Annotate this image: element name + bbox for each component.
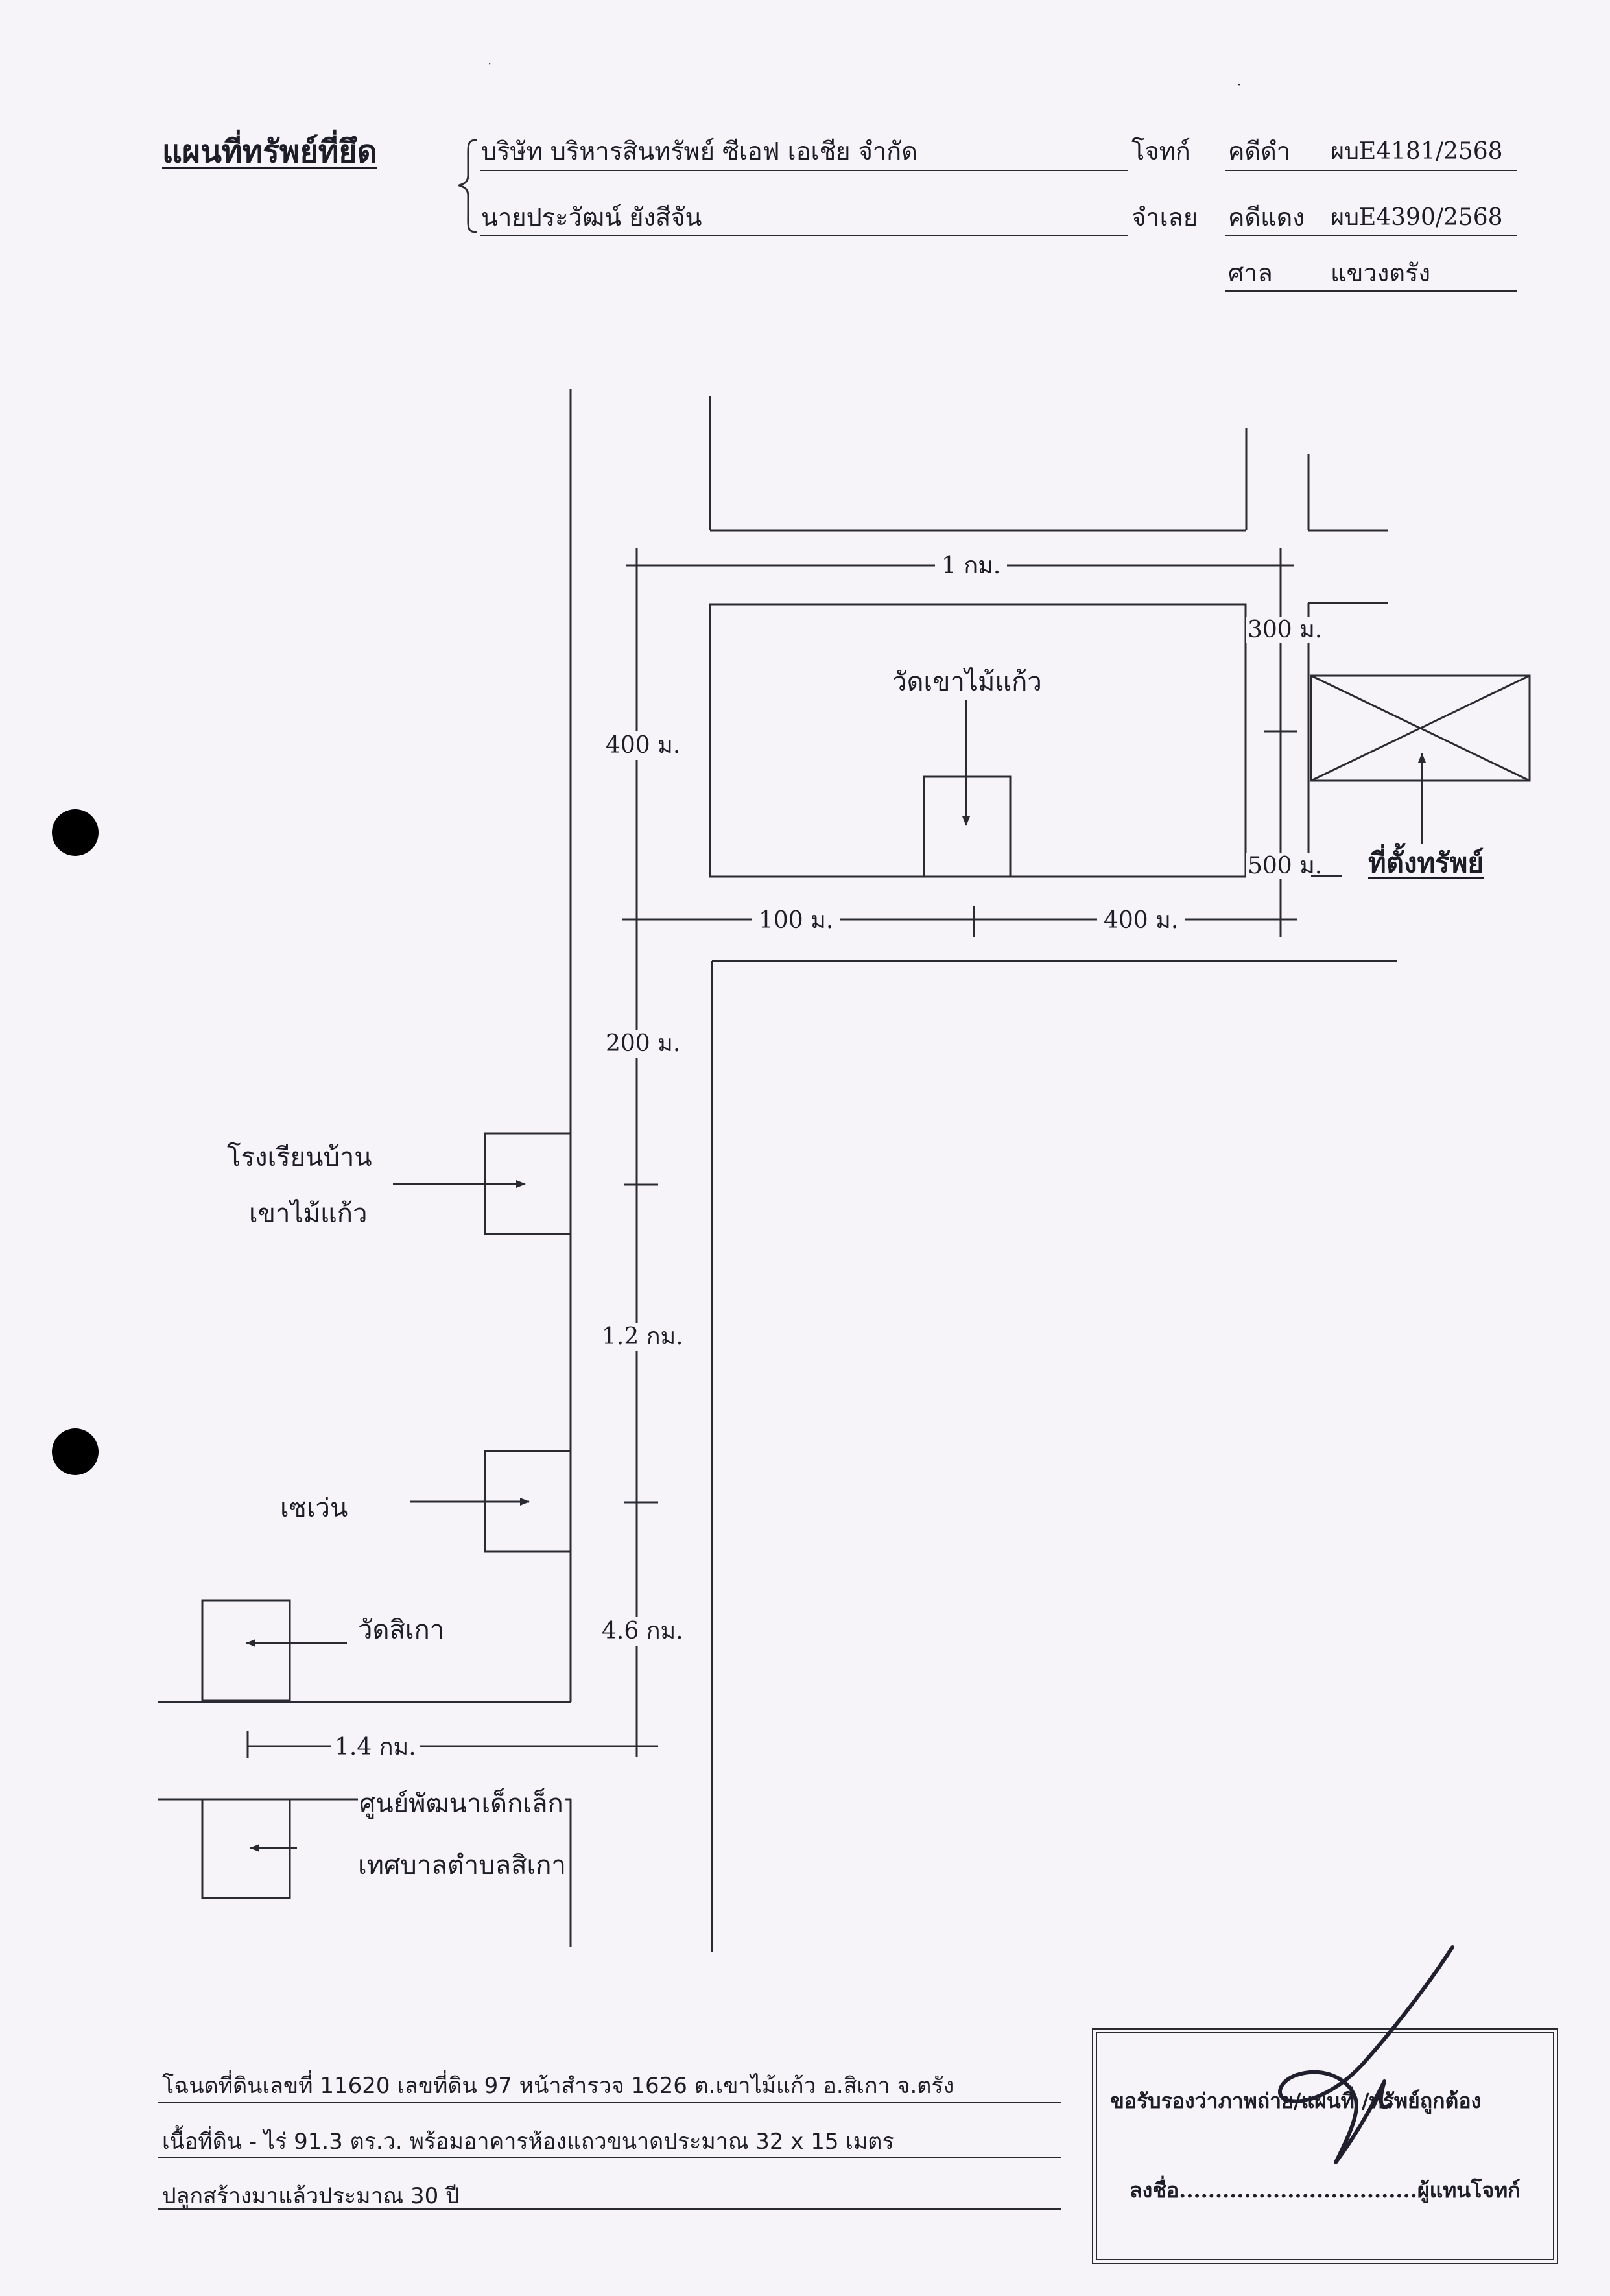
court-line [1225, 290, 1517, 292]
black-case-no: ผบE4181/2568 [1331, 138, 1503, 165]
dim-right-upper-label: 300 ม. [1246, 617, 1324, 643]
dim-left-upper-label: 400 ม. [604, 731, 682, 760]
dim-right-lower-label: 500 ม. [1246, 853, 1324, 879]
age-line: ปลูกสร้างมาแล้วประมาณ 30 ปี [162, 2183, 460, 2209]
red-case-line [1225, 235, 1517, 236]
defendant-role: จำเลย [1131, 203, 1198, 231]
dim-1-2-label: 1.2 กม. [600, 1323, 685, 1351]
dim-1-4-label: 1.4 กม. [331, 1736, 420, 1759]
court-name: แขวงตรัง [1331, 259, 1431, 287]
deed-underline [158, 2102, 1061, 2103]
punch-hole-top [52, 809, 99, 856]
certification-box [1092, 2028, 1558, 2264]
defendant-line [480, 235, 1128, 236]
black-case-label: คดีดำ [1228, 137, 1291, 165]
temple-sikao-box [201, 1599, 291, 1702]
temple-block [709, 603, 1247, 878]
dim-4-6-label: 4.6 กม. [600, 1617, 685, 1646]
property-box [1310, 674, 1531, 782]
school-label-2: เขาไม้แก้ว [249, 1199, 368, 1229]
red-case-label: คดีแดง [1228, 203, 1305, 231]
dim-bottom-right-label: 400 ม. [1097, 909, 1185, 932]
scan-speck: · [488, 56, 492, 71]
certification-box-inner [1096, 2032, 1554, 2260]
area-line: เนื้อที่ดิน - ไร่ 91.3 ตร.ว. พร้อมอาคารห… [162, 2129, 894, 2155]
defendant-name: นายประวัฒน์ ยังสีจัน [481, 203, 702, 231]
black-case-line [1225, 170, 1517, 171]
child-center-label-2: เทศบาลตำบลสิเกา [358, 1851, 566, 1880]
scan-speck: · [1237, 77, 1242, 92]
red-case-no: ผบE4390/2568 [1331, 204, 1503, 231]
signature-line: ลงชื่อ.................................ผ… [1130, 2178, 1521, 2203]
dim-top-label: 1 กม. [935, 554, 1008, 578]
property-location-label: ที่ตั้งทรัพย์ [1368, 847, 1484, 879]
temple-sikao-label: วัดสิเกา [358, 1615, 445, 1645]
age-underline [158, 2208, 1061, 2210]
dim-bottom-left-label: 100 ม. [752, 909, 840, 932]
header-brace [458, 139, 478, 233]
temple-label: วัดเขาไม้แก้ว [892, 667, 1042, 697]
property-label-tick [1311, 875, 1342, 877]
dim-200-label: 200 ม. [604, 1030, 682, 1058]
seven-eleven-label: เซเว่น [280, 1493, 348, 1523]
punch-hole-bottom [52, 1428, 99, 1475]
plaintiff-name: บริษัท บริหารสินทรัพย์ ซีเอฟ เอเชีย จำกั… [481, 137, 917, 165]
plaintiff-line [480, 170, 1128, 171]
school-label-1: โรงเรียนบ้าน [227, 1142, 372, 1172]
child-center-label-1: ศูนย์พัฒนาเด็กเล็ก [358, 1789, 565, 1819]
property-cross-2 [1310, 674, 1530, 782]
deed-line: โฉนดที่ดินเลขที่ 11620 เลขที่ดิน 97 หน้า… [162, 2073, 954, 2099]
area-underline [158, 2157, 1061, 2158]
handwritten-signature [1278, 1945, 1454, 2164]
page-title: แผนที่ทรัพย์ที่ยึด [162, 134, 377, 170]
court-label: ศาล [1228, 259, 1273, 287]
plaintiff-role: โจทก์ [1131, 137, 1190, 165]
